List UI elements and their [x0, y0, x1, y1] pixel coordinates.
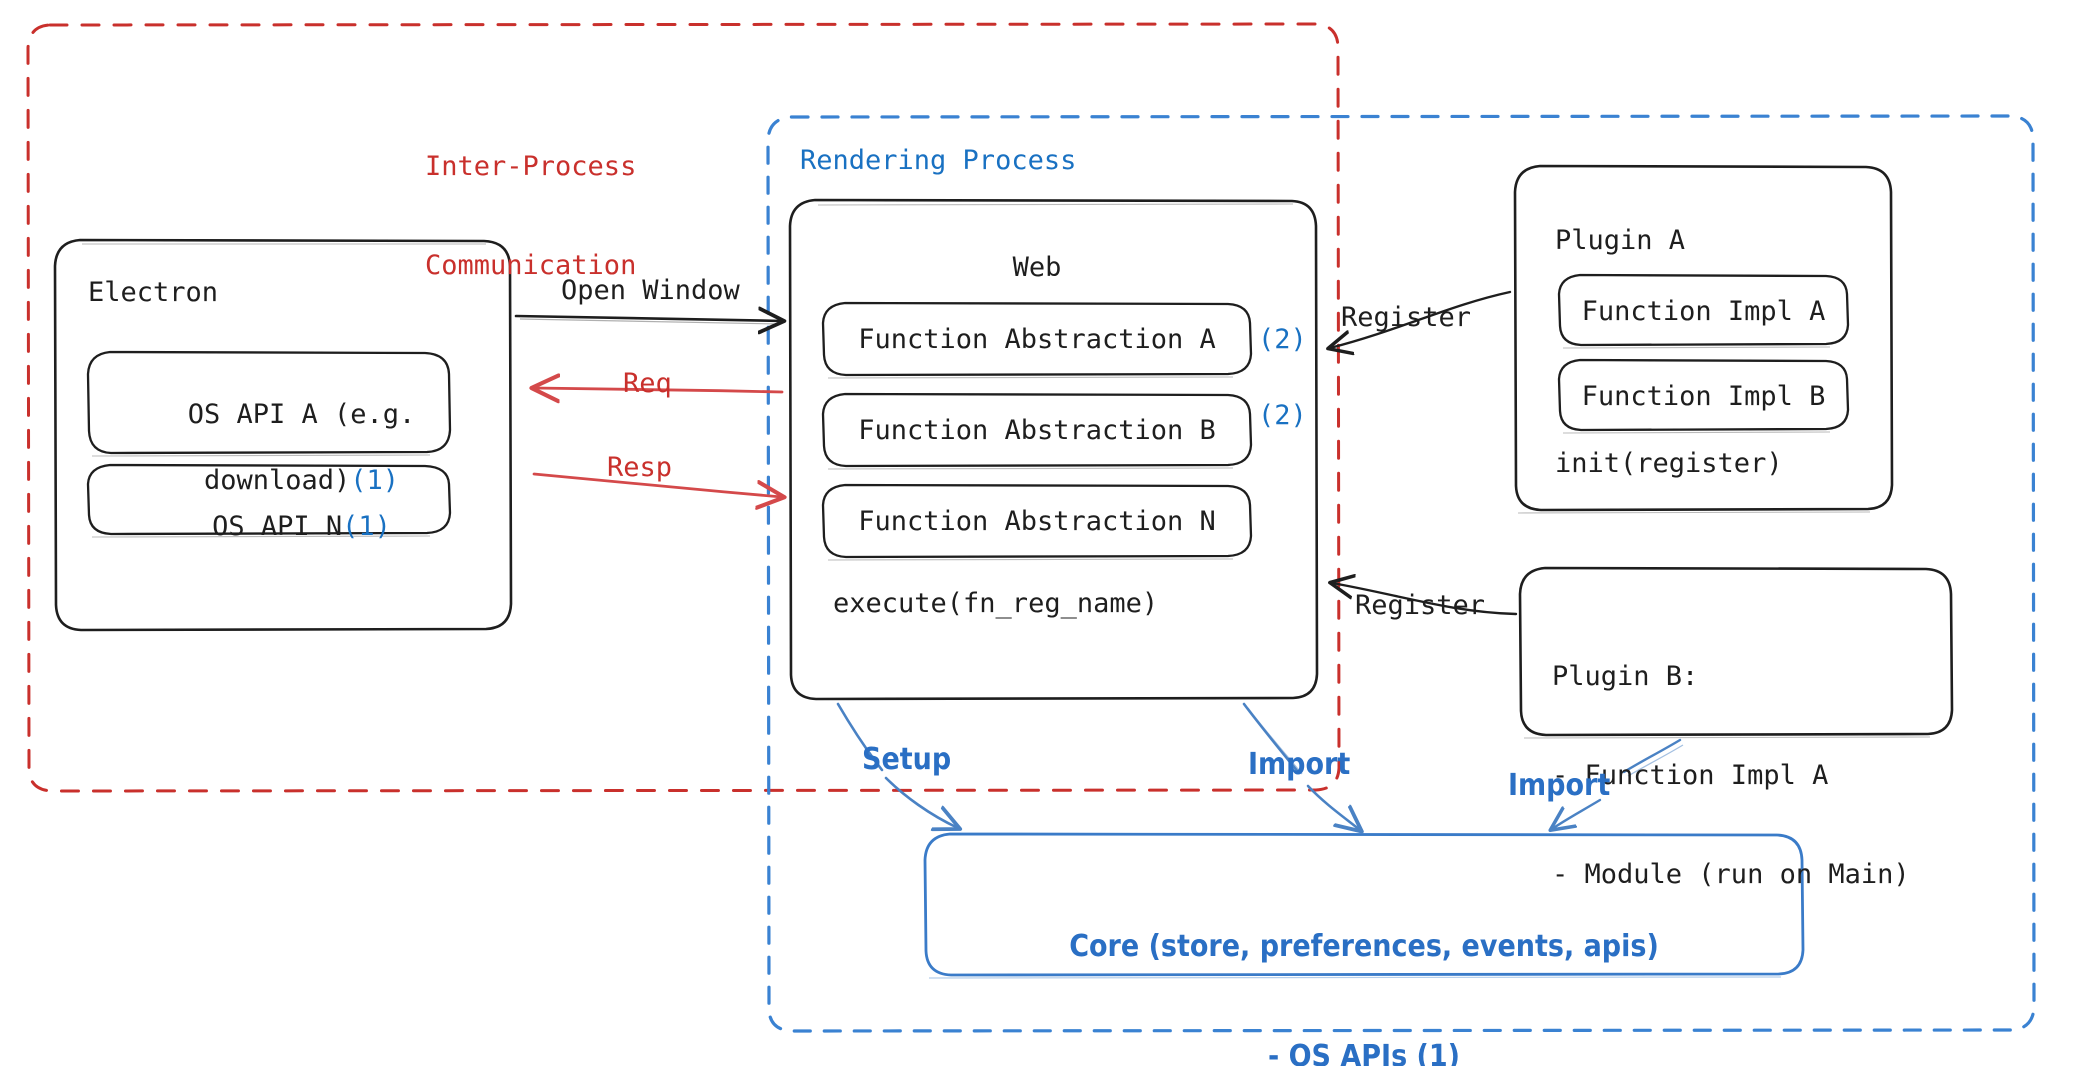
- node-plugin-b-border: [1518, 566, 1954, 739]
- edge-setup: [836, 702, 958, 828]
- osapia-line1: OS API A (e.g.: [187, 398, 416, 430]
- edge-label-import-web: Import: [1248, 747, 1351, 782]
- node-electron-item-osapin-border: [86, 463, 452, 538]
- edge-label-req: Req: [623, 368, 672, 399]
- node-web-item-b-tag: (2): [1258, 400, 1307, 431]
- node-web-item-a-tag: (2): [1258, 324, 1307, 355]
- zone-ipc-border: [26, 22, 1341, 793]
- node-web-item-n: Function Abstraction N: [858, 506, 1216, 537]
- node-plugin-b-line-2: - Module (run on Main): [1552, 858, 1910, 890]
- osapia-tag: (1): [350, 464, 400, 496]
- node-electron-item-osapin: OS API N(1): [88, 478, 450, 577]
- node-core-line-1: Core (store, preferences, events, apis): [1069, 929, 1659, 965]
- edge-label-resp: Resp: [607, 452, 673, 483]
- node-plugin-a-item-a-border: [1557, 273, 1850, 349]
- node-electron-item-osapia: OS API A (e.g. download)(1): [88, 366, 450, 531]
- node-web-item-a: Function Abstraction A: [858, 324, 1216, 355]
- zone-ipc-label: Inter-Process Communication: [425, 150, 637, 281]
- edge-open-window: [514, 316, 782, 324]
- osapin-text: OS API N: [212, 510, 343, 542]
- edge-req: [534, 388, 784, 392]
- edge-label-register-b: Register: [1355, 590, 1486, 621]
- node-core-border: [923, 832, 1805, 979]
- node-web-footer: execute(fn_reg_name): [833, 588, 1159, 619]
- node-plugin-a-title: Plugin A: [1555, 225, 1686, 256]
- osapin-tag: (1): [342, 510, 391, 542]
- edge-import-plugin: [1552, 738, 1684, 829]
- node-plugin-b-line-1: - Function Impl A: [1552, 759, 1829, 791]
- node-plugin-b-title: Plugin B:: [1552, 660, 1699, 692]
- edge-register-b: [1332, 583, 1518, 616]
- node-web-title: Web: [1012, 252, 1062, 283]
- edge-resp: [532, 472, 782, 497]
- node-plugin-a-item-a: Function Impl A: [1581, 296, 1826, 327]
- node-web-item-a-border: [821, 301, 1253, 379]
- node-web-item-n-border: [821, 483, 1253, 561]
- edge-register-a: [1330, 290, 1512, 348]
- node-core-line-2: - OS APIs (1): [1268, 1038, 1460, 1066]
- node-core: Core (store, preferences, events, apis) …: [930, 856, 1798, 1066]
- zone-rendering-label: Rendering Process: [800, 145, 1077, 176]
- node-plugin-a-item-b-border: [1557, 358, 1850, 434]
- node-electron-item-osapia-border: [86, 350, 452, 457]
- osapia-line2: download): [203, 464, 351, 496]
- node-plugin-a-footer: init(register): [1555, 448, 1783, 479]
- edge-label-open-window: Open Window: [561, 275, 740, 306]
- node-web-item-b-border: [821, 392, 1253, 470]
- edge-import-web: [1242, 702, 1360, 830]
- zone-rendering-border: [766, 114, 2036, 1033]
- edge-label-setup: Setup: [862, 742, 952, 777]
- node-web-item-b: Function Abstraction B: [858, 415, 1216, 446]
- node-electron-title: Electron: [88, 277, 219, 308]
- edge-label-import-plugin: Import: [1508, 768, 1611, 803]
- edge-label-register-a: Register: [1341, 302, 1472, 333]
- node-plugin-b: Plugin B: - Function Impl A - Module (ru…: [1552, 595, 1952, 957]
- node-plugin-a-item-b: Function Impl B: [1581, 381, 1826, 412]
